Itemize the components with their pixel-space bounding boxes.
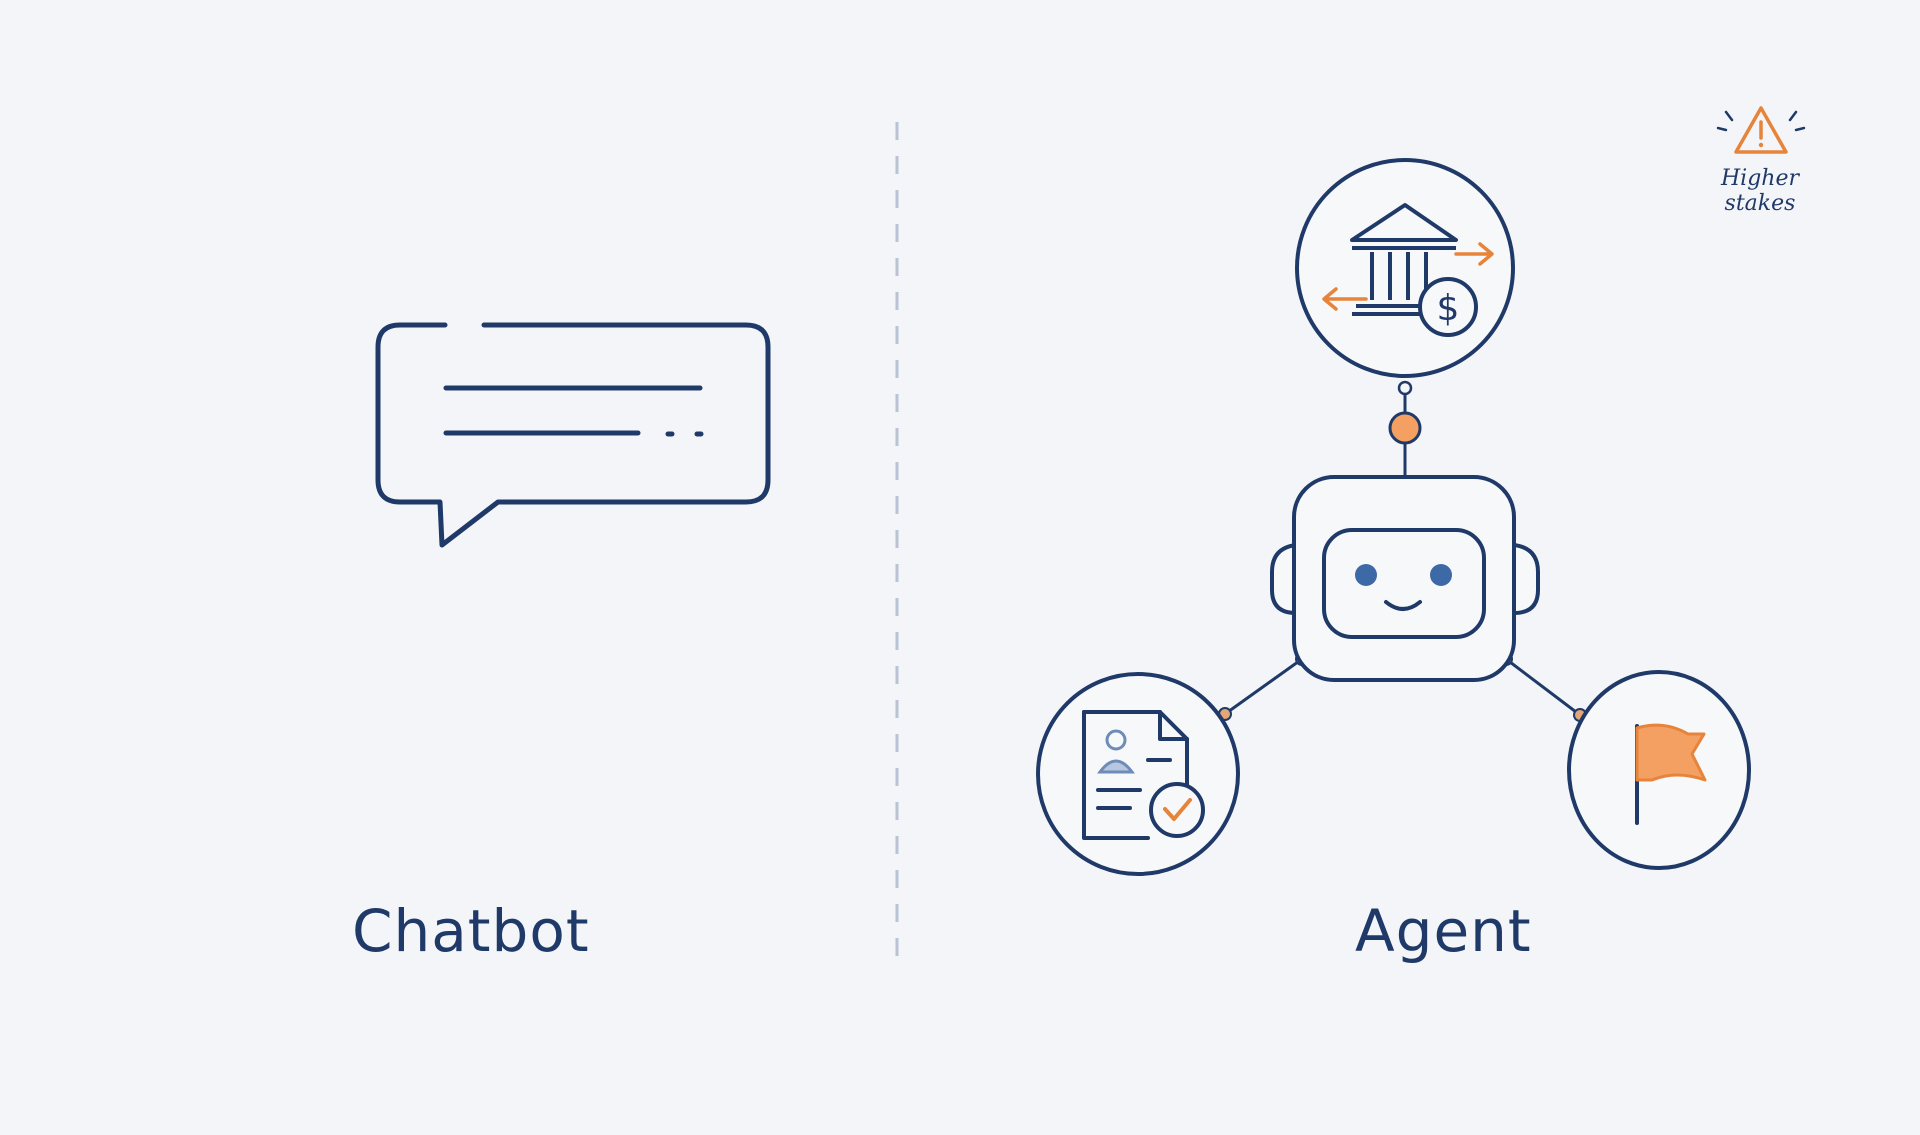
bank-transfer-icon: $ [1295,158,1515,378]
robot-icon [1270,475,1540,682]
svg-text:$: $ [1437,288,1460,329]
document-check-icon [1036,672,1240,876]
warning-icon [1716,106,1806,154]
connector-dot-top [1388,411,1422,445]
flag-icon [1567,670,1751,870]
speech-bubble-icon [375,322,771,548]
warning-label: Higher stakes [1720,166,1799,216]
agent-label: Agent [1355,897,1532,965]
connector-dot-small [1397,380,1413,396]
chatbot-label: Chatbot [352,897,590,965]
